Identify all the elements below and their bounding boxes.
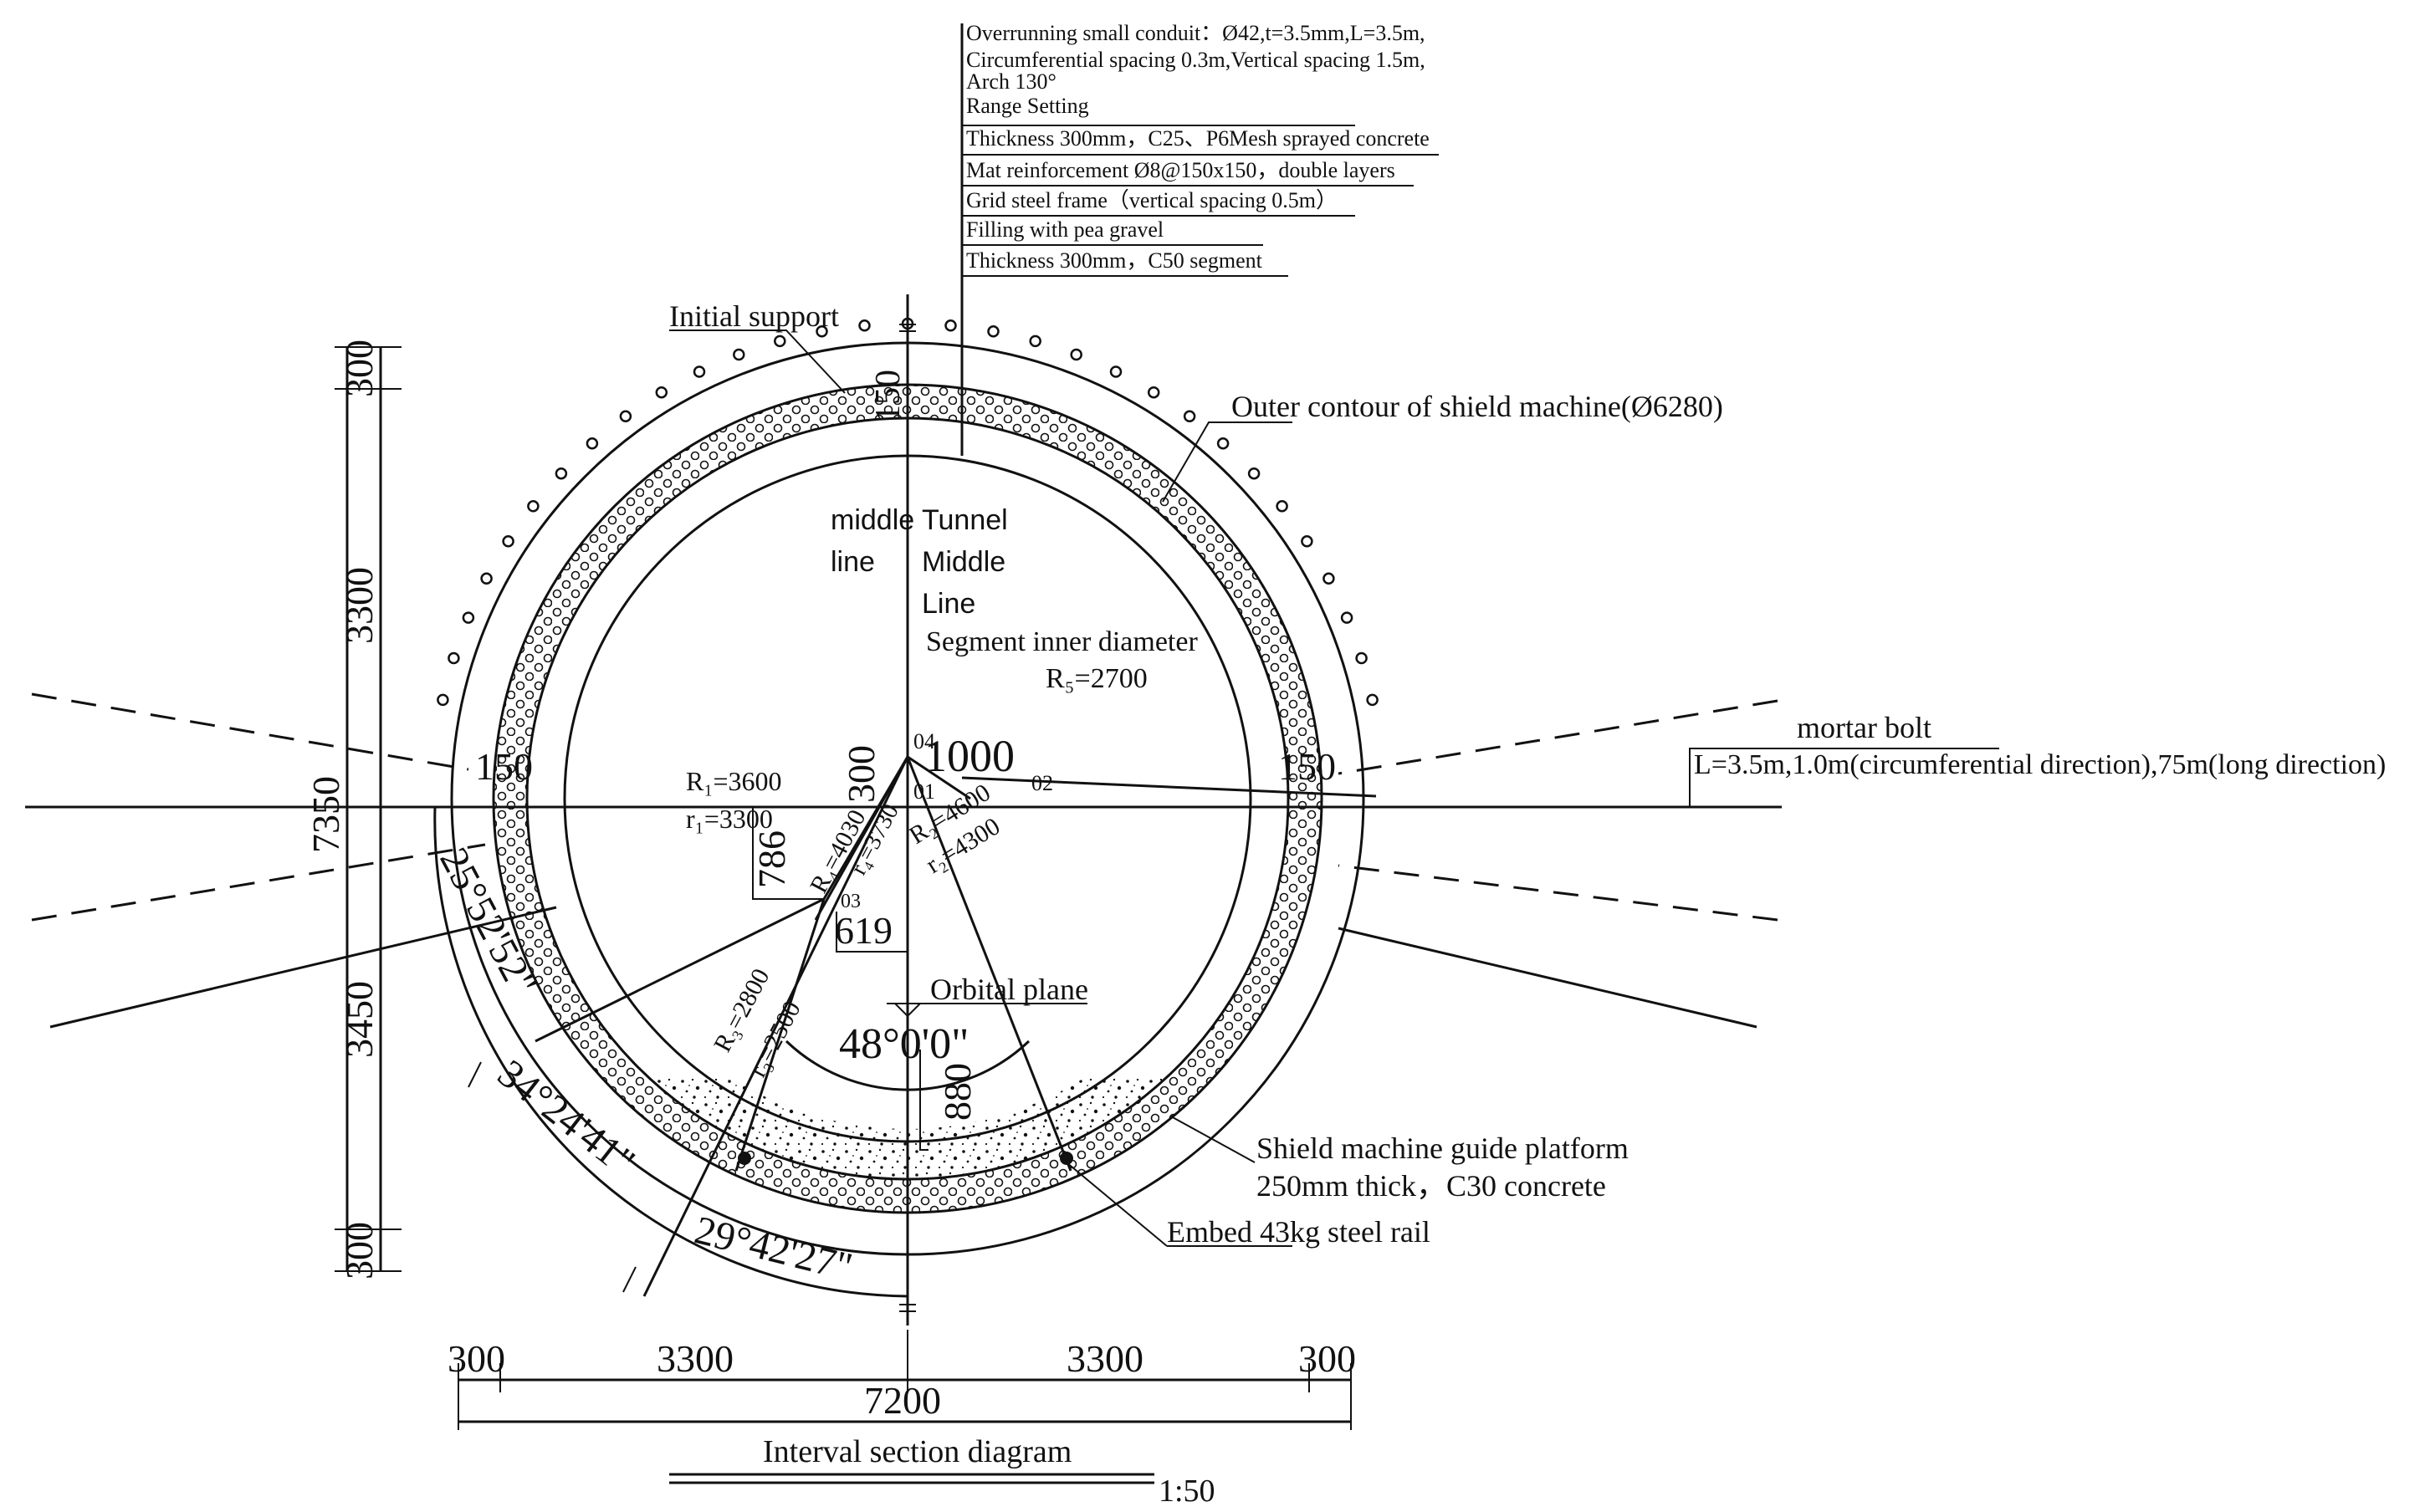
angle-48: 48°0'0" xyxy=(839,1020,969,1068)
conduit-dot xyxy=(586,437,599,450)
conduit-dot xyxy=(502,535,514,548)
dim-lower: 3450 xyxy=(338,981,381,1058)
dim-h-right: 300 xyxy=(1298,1337,1356,1380)
construction-notes: Overrunning small conduit：Ø42,t=3.5mm,L=… xyxy=(966,21,1430,273)
conduit-dot xyxy=(437,693,449,707)
conduit-dot xyxy=(462,611,475,624)
label-segment-inner: Segment inner diameter xyxy=(926,626,1198,657)
conduit-dot xyxy=(1366,693,1379,707)
conduit-dot xyxy=(693,365,706,378)
conduit-dot xyxy=(1247,467,1261,480)
label-tunnel-2: Middle xyxy=(922,546,1005,578)
label-middle-line-1: middle xyxy=(831,504,914,536)
conduit-dot xyxy=(527,500,540,513)
conduit-dot xyxy=(1216,437,1230,450)
conduit-dot xyxy=(555,467,568,480)
guide-platform-fill xyxy=(650,1079,1165,1179)
dim-upper: 3300 xyxy=(338,567,381,644)
note-layer-4: Filling with pea gravel xyxy=(966,217,1164,242)
dim-h-mid-left: 3300 xyxy=(657,1337,734,1380)
conduit-dot xyxy=(816,325,828,338)
dim-total-vertical: 7350 xyxy=(304,776,347,853)
label-middle-line-2: line xyxy=(831,546,875,578)
conduit-dot xyxy=(619,410,632,423)
conduit-dot xyxy=(448,651,460,665)
conduit-dot xyxy=(1109,365,1123,378)
drawing-title: Interval section diagram xyxy=(763,1434,1072,1469)
label-o3: 03 xyxy=(841,891,861,912)
conduit-dot xyxy=(655,386,668,399)
dim-300-center: 300 xyxy=(840,745,883,803)
small-conduit-dots xyxy=(437,317,1379,707)
label-guide-platform-1: Shield machine guide platform xyxy=(1256,1131,1629,1165)
conduit-dot xyxy=(774,335,786,348)
dim-1000: 1000 xyxy=(924,731,1015,781)
dim-h-mid-right: 3300 xyxy=(1067,1337,1143,1380)
note-layer-3: Grid steel frame（vertical spacing 0.5m） xyxy=(966,188,1338,212)
label-steel-rail: Embed 43kg steel rail xyxy=(1167,1215,1430,1249)
conduit-dot xyxy=(858,319,871,332)
label-r1-small: r₁=3300 xyxy=(686,804,773,834)
dim-619: 619 xyxy=(835,909,893,952)
label-initial-support: Initial support xyxy=(669,299,839,333)
note-layer-1: Thickness 300mm，C25、P6Mesh sprayed concr… xyxy=(966,126,1430,151)
conduit-dot xyxy=(1340,611,1353,624)
conduit-dot xyxy=(1147,386,1160,399)
note-conduit-1: Overrunning small conduit：Ø42,t=3.5mm,L=… xyxy=(966,21,1425,45)
conduit-dot xyxy=(733,348,745,361)
dim-880: 880 xyxy=(936,1063,979,1121)
conduit-dot xyxy=(944,319,957,332)
label-orbital-plane: Orbital plane xyxy=(930,973,1088,1006)
conduit-dot xyxy=(1183,410,1196,423)
note-conduit-4: Range Setting xyxy=(966,94,1089,118)
label-mortar-bolt-spec: L=3.5m,1.0m(circumferential direction),7… xyxy=(1694,749,2386,780)
conduit-dot xyxy=(480,572,493,585)
angle-29: 29°42'27" xyxy=(690,1208,857,1290)
dim-786: 786 xyxy=(750,830,793,888)
dim-crown: 150 xyxy=(869,370,908,422)
conduit-dot xyxy=(1276,500,1288,513)
note-conduit-2: Circumferential spacing 0.3m,Vertical sp… xyxy=(966,48,1425,72)
conduit-dot xyxy=(1355,651,1368,665)
label-outer-contour: Outer contour of shield machine(Ø6280) xyxy=(1231,390,1723,423)
label-o2: 02 xyxy=(1031,771,1053,795)
label-guide-platform-2: 250mm thick，C30 concrete xyxy=(1256,1169,1606,1203)
dim-top: 300 xyxy=(338,340,381,397)
note-layer-2: Mat reinforcement Ø8@150x150，double laye… xyxy=(966,158,1395,182)
label-r5: R₅=2700 xyxy=(1046,663,1148,694)
label-tunnel-3: Line xyxy=(922,588,975,620)
dim-bottom: 300 xyxy=(338,1222,381,1280)
dim-right-150: 150 xyxy=(1278,745,1336,788)
dim-h-total: 7200 xyxy=(864,1379,941,1422)
conduit-dot xyxy=(1322,572,1335,585)
label-mortar-bolt: mortar bolt xyxy=(1797,711,1931,744)
label-o1: 01 xyxy=(913,779,935,804)
conduit-dot xyxy=(987,325,1000,338)
note-layer-5: Thickness 300mm，C50 segment xyxy=(966,248,1263,273)
note-conduit-3: Arch 130° xyxy=(966,69,1056,94)
conduit-dot xyxy=(1070,348,1082,361)
conduit-dot xyxy=(1301,535,1313,548)
dim-left-150: 150 xyxy=(475,745,533,788)
conduit-dot xyxy=(1029,335,1041,348)
dim-h-left: 300 xyxy=(448,1337,505,1380)
drawing-scale: 1:50 xyxy=(1159,1474,1215,1509)
label-o4: 04 xyxy=(913,729,935,753)
label-tunnel-1: Tunnel xyxy=(922,504,1008,536)
label-r1: R₁=3600 xyxy=(686,766,782,796)
